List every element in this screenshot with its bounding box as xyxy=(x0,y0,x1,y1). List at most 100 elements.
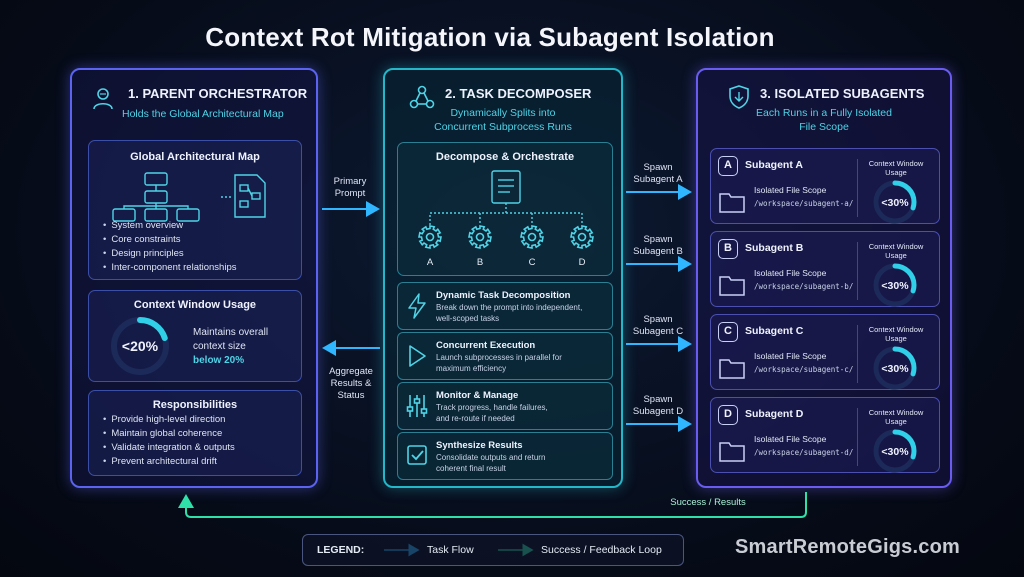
parent-usage-value: <20% xyxy=(122,338,159,354)
orchestrate-tree: A B C D xyxy=(418,170,594,268)
parent-subtitle: Holds the Global Architectural Map xyxy=(122,108,284,120)
subagent-scope: Isolated File Scope xyxy=(754,268,827,278)
shield-icon xyxy=(729,85,749,109)
user-icon xyxy=(93,88,113,110)
subagent-card-c: C Subagent C Isolated File Scope /worksp… xyxy=(710,314,940,390)
step-title: Monitor & Manage xyxy=(436,390,519,401)
architectural-map-box: Global Architectural Map xyxy=(88,140,302,280)
step-monitor: Monitor & Manage Track progress, handle … xyxy=(397,382,613,430)
node-label-a: A xyxy=(427,257,434,268)
card-divider xyxy=(857,325,858,383)
subagent-usage-ring: <30% xyxy=(873,346,917,390)
subagent-name: Subagent B xyxy=(745,242,804,254)
subagent-name: Subagent D xyxy=(745,408,804,420)
responsibility-bullet: Validate integration & outputs xyxy=(103,441,234,455)
node-label-b: B xyxy=(477,257,483,268)
isolated-subagents-panel: 3. ISOLATED SUBAGENTS Each Runs in a Ful… xyxy=(696,68,952,488)
map-bullet: System overview xyxy=(103,219,236,233)
subagent-letter: D xyxy=(718,405,738,425)
responsibilities-title: Responsibilities xyxy=(152,399,238,411)
subagent-letter: C xyxy=(718,322,738,342)
network-nodes-icon xyxy=(409,85,435,109)
parent-usage-text-2: context size xyxy=(193,341,246,352)
parent-usage-text-1: Maintains overall xyxy=(193,327,269,338)
checkbox-icon xyxy=(407,445,427,465)
subagent-usage-ring: <30% xyxy=(873,263,917,307)
folder-icon xyxy=(719,276,745,296)
success-feedback-loop xyxy=(178,492,807,518)
subagent-path: /workspace/subagent-d/ xyxy=(754,448,854,457)
folder-icon xyxy=(719,193,745,213)
parent-usage-box: Context Window Usage <20% Maintains over… xyxy=(88,290,302,382)
gear-icon xyxy=(418,225,442,249)
step-concurrent: Concurrent Execution Launch subprocesses… xyxy=(397,332,613,380)
play-icon xyxy=(409,345,426,367)
legend-feedback: Success / Feedback Loop xyxy=(541,544,662,556)
subagent-usage-value: <30% xyxy=(881,363,909,375)
step-title: Dynamic Task Decomposition xyxy=(436,290,571,301)
watermark: SmartRemoteGigs.com xyxy=(735,536,960,558)
parent-usage-ring-fill xyxy=(111,317,169,375)
subagent-card-d: D Subagent D Isolated File Scope /worksp… xyxy=(710,397,940,473)
parent-usage-title: Context Window Usage xyxy=(133,299,257,311)
subagents-title: 3. ISOLATED SUBAGENTS xyxy=(760,86,925,101)
subagent-letter: B xyxy=(718,239,738,259)
gear-icon xyxy=(468,225,492,249)
responsibility-bullet: Provide high-level direction xyxy=(103,413,235,427)
subagent-card-a: A Subagent A Isolated File Scope /worksp… xyxy=(710,148,940,224)
subagent-name: Subagent C xyxy=(745,325,804,337)
step-title: Concurrent Execution xyxy=(436,340,536,351)
parent-usage-ring: <20% xyxy=(111,317,169,375)
subagent-path: /workspace/subagent-a/ xyxy=(754,199,854,208)
gear-icon xyxy=(570,225,594,249)
subagent-usage-ring-fill xyxy=(873,263,917,307)
parent-title: 1. PARENT ORCHESTRATOR xyxy=(128,86,308,101)
decomposer-subtitle-2: Concurrent Subprocess Runs xyxy=(434,121,572,133)
subagent-scope: Isolated File Scope xyxy=(754,185,827,195)
responsibility-bullet: Prevent architectural drift xyxy=(103,455,235,469)
node-label-c: C xyxy=(529,257,536,268)
folder-icon xyxy=(719,359,745,379)
legend-label: LEGEND: xyxy=(317,544,365,556)
orchestrate-box: Decompose & Orchestrate A B C D xyxy=(397,142,613,276)
responsibilities-bullets: Provide high-level direction Maintain gl… xyxy=(103,413,235,469)
subagent-usage-ring-fill xyxy=(873,429,917,473)
node-label-d: D xyxy=(579,257,586,268)
subagents-subtitle-1: Each Runs in a Fully Isolated xyxy=(756,107,892,119)
subagent-usage-value: <30% xyxy=(881,197,909,209)
subagent-path: /workspace/subagent-c/ xyxy=(754,365,854,374)
step-desc: Break down the prompt into independent,w… xyxy=(436,303,583,323)
parent-usage-text-3: below 20% xyxy=(193,355,245,366)
map-bullet: Inter-component relationships xyxy=(103,261,236,275)
responsibilities-box: Responsibilities Provide high-level dire… xyxy=(88,390,302,476)
parent-orchestrator-panel: 1. PARENT ORCHESTRATOR Holds the Global … xyxy=(70,68,318,488)
subagent-usage-value: <30% xyxy=(881,446,909,458)
subagent-path: /workspace/subagent-b/ xyxy=(754,282,854,291)
subagent-scope: Isolated File Scope xyxy=(754,434,827,444)
legend-task-flow: Task Flow xyxy=(427,544,474,556)
step-title: Synthesize Results xyxy=(436,440,523,451)
page-title: Context Rot Mitigation via Subagent Isol… xyxy=(205,22,775,52)
subagent-card-b: B Subagent B Isolated File Scope /worksp… xyxy=(710,231,940,307)
subagent-usage-ring-fill xyxy=(873,346,917,390)
map-bullet: Design principles xyxy=(103,247,236,261)
decomposer-title: 2. TASK DECOMPOSER xyxy=(445,86,592,101)
subagent-usage-value: <30% xyxy=(881,280,909,292)
step-decomposition: Dynamic Task Decomposition Break down th… xyxy=(397,282,613,330)
orchestrate-title: Decompose & Orchestrate xyxy=(435,151,575,163)
document-diagram-icon xyxy=(221,174,266,218)
card-divider xyxy=(857,408,858,466)
gear-icon xyxy=(520,225,544,249)
hierarchy-icon xyxy=(112,172,200,222)
